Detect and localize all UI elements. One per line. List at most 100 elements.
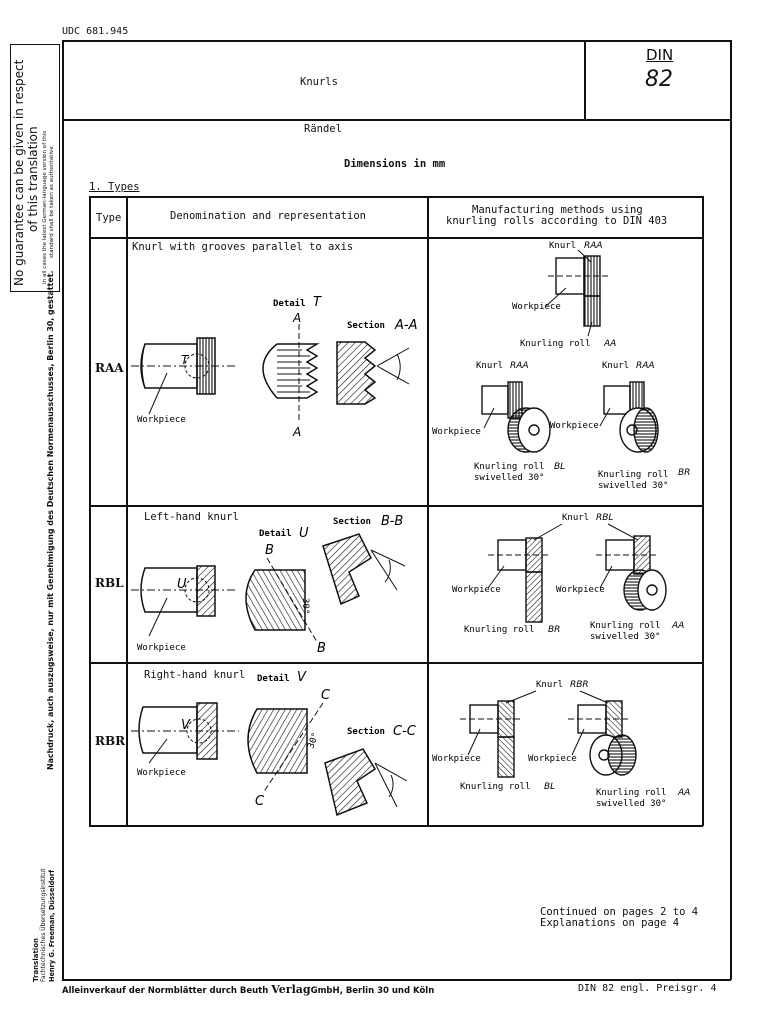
rbr-m-right-swivel: swivelled 30° <box>596 799 666 809</box>
rbr-representation-drawing: V Workpiece Detail V C C 30° Section C-C <box>131 670 417 817</box>
rbr-m-knurl-code: RBR <box>570 680 589 690</box>
rbr-m-right-roll: Knurling roll <box>596 788 666 798</box>
raa-detail-label: Detail <box>273 298 306 309</box>
raa-m-knurl-code: RAA <box>584 241 603 251</box>
din-number: 82 <box>645 67 673 92</box>
rbl-cut-top: B <box>265 543 274 558</box>
guarantee-box <box>10 44 60 292</box>
rbr-m-left-roll-code: BL <box>544 782 555 792</box>
rbl-section-label: Section <box>333 516 371 527</box>
raa-m-left-workpiece: Workpiece <box>432 427 481 437</box>
rbl-angle: 30° <box>300 598 310 614</box>
price-group: DIN 82 engl. Preisgr. 4 <box>578 983 717 994</box>
rbl-m-knurl: Knurl <box>562 513 589 523</box>
rbl-m-right-roll-code: AA <box>671 621 684 631</box>
translation-name: Henry G. Freeman, Düsseldorf <box>48 870 56 982</box>
col-header-methods-2: knurling rolls according to DIN 403 <box>446 215 668 227</box>
guarantee-line2: of this translation <box>26 126 40 232</box>
raa-m-knurl: Knurl <box>549 241 576 251</box>
udc-number: UDC 681.945 <box>62 26 129 37</box>
col-header-methods-1: Manufacturing methods using <box>472 204 643 216</box>
header-top-rule <box>62 40 731 42</box>
translation-label: Translation <box>32 938 40 982</box>
table-top-rule <box>89 196 703 198</box>
raa-m-roll-code: AA <box>603 339 616 349</box>
dimensions-note: Dimensions in mm <box>344 158 446 170</box>
rbl-m-right-swivel: swivelled 30° <box>590 632 660 642</box>
raa-m-right-roll-code: BR <box>678 468 690 478</box>
page-title: Knurls <box>300 76 338 88</box>
raa-m-right-workpiece: Workpiece <box>550 421 599 431</box>
guarantee-line1: No guarantee can be given in respect <box>12 59 26 286</box>
page-left-rule <box>62 40 64 980</box>
footer-rule <box>62 979 731 981</box>
rbr-detail-letter: V <box>297 670 307 685</box>
rbl-detail-label: Detail <box>259 528 292 539</box>
rbr-cut-top: C <box>321 688 331 703</box>
col-header-type: Type <box>96 212 122 224</box>
table-row2-rule <box>89 662 703 664</box>
explanations-note: Explanations on page 4 <box>540 917 680 929</box>
table-left-rule <box>89 196 91 826</box>
rbr-section-letters: C-C <box>393 724 417 739</box>
raa-m-right-knurl: Knurl <box>602 361 629 371</box>
rbl-cut-bottom: B <box>317 641 326 656</box>
continued-note: Continued on pages 2 to 4 <box>540 906 699 918</box>
raa-m-left-roll: Knurling roll <box>474 462 544 472</box>
raa-detail-marker: T <box>181 353 190 367</box>
rbl-m-left-roll-code: BR <box>548 625 560 635</box>
german-title: Rändel <box>304 123 342 135</box>
raa-m-right-knurl-code: RAA <box>636 361 655 371</box>
table-col1-rule <box>126 196 128 826</box>
raa-m-right-roll: Knurling roll <box>598 470 668 480</box>
raa-methods-drawing: Knurl RAA Workpiece Knurling roll AA Knu… <box>432 241 690 491</box>
rbr-detail-marker: V <box>181 718 191 733</box>
translation-institute: Fachtechnisches Übersetzungsinstitut <box>40 868 47 982</box>
reprint-note: Nachdruck, auch auszugsweise, nur mit Ge… <box>46 270 55 770</box>
sale-verlag: Verlag <box>271 983 311 996</box>
raa-representation-drawing: T Workpiece Detail T A A Section A-A <box>131 295 417 439</box>
rbl-workpiece-label: Workpiece <box>137 643 186 653</box>
rbr-m-right-workpiece: Workpiece <box>528 754 577 764</box>
rbr-m-left-workpiece: Workpiece <box>432 754 481 764</box>
table-col2-rule <box>427 196 429 826</box>
raa-m-right-swivel: swivelled 30° <box>598 481 668 491</box>
table-header-rule <box>89 237 703 239</box>
table-right-rule <box>702 196 704 826</box>
row-code-rbl: RBL <box>95 576 124 590</box>
rbl-section-letters: B-B <box>381 514 403 529</box>
guarantee-note1: In all cases the latest German-language … <box>42 130 48 284</box>
raa-m-roll: Knurling roll <box>520 339 590 349</box>
raa-cut-top: A <box>292 311 301 325</box>
rbl-methods-drawing: Knurl RBL Workpiece Knurling roll BR Wor… <box>452 513 684 642</box>
rbr-m-knurl: Knurl <box>536 680 563 690</box>
rbr-angle: 30° <box>306 731 321 750</box>
raa-section-letters: A-A <box>394 318 417 333</box>
raa-m-left-knurl-code: RAA <box>510 361 529 371</box>
rbr-detail-label: Detail <box>257 673 290 684</box>
rbr-cut-bottom: C <box>255 794 265 809</box>
raa-workpiece-label: Workpiece <box>137 415 186 425</box>
row-denomination-raa: Knurl with grooves parallel to axis <box>132 241 354 253</box>
header-bottom-rule <box>62 119 731 121</box>
row-code-raa: RAA <box>95 361 124 375</box>
raa-m-workpiece: Workpiece <box>512 302 561 312</box>
rbl-m-left-workpiece: Workpiece <box>452 585 501 595</box>
raa-detail-letter: T <box>313 295 322 310</box>
raa-m-left-knurl: Knurl <box>476 361 503 371</box>
rbl-m-left-roll: Knurling roll <box>464 625 534 635</box>
guarantee-note2: standard shall be taken as authoritative <box>49 146 55 258</box>
rbl-m-right-workpiece: Workpiece <box>556 585 605 595</box>
col-header-denomination: Denomination and representation <box>170 210 366 222</box>
row-denomination-rbr: Right-hand knurl <box>144 669 246 681</box>
table-bottom-rule <box>89 825 703 827</box>
section-heading: 1. Types <box>89 181 140 193</box>
rbl-representation-drawing: U Workpiece Detail U B B 30° Section B-B <box>131 514 406 656</box>
raa-section-label: Section <box>347 320 385 331</box>
sale-note: Alleinverkauf der Normblätter durch Beut… <box>62 983 434 996</box>
din-label: DIN <box>646 46 674 64</box>
page-right-rule <box>730 40 732 980</box>
sale-prefix: Alleinverkauf der Normblätter durch Beut… <box>62 986 269 996</box>
table-row1-rule <box>89 505 703 507</box>
rbl-detail-letter: U <box>299 526 309 541</box>
